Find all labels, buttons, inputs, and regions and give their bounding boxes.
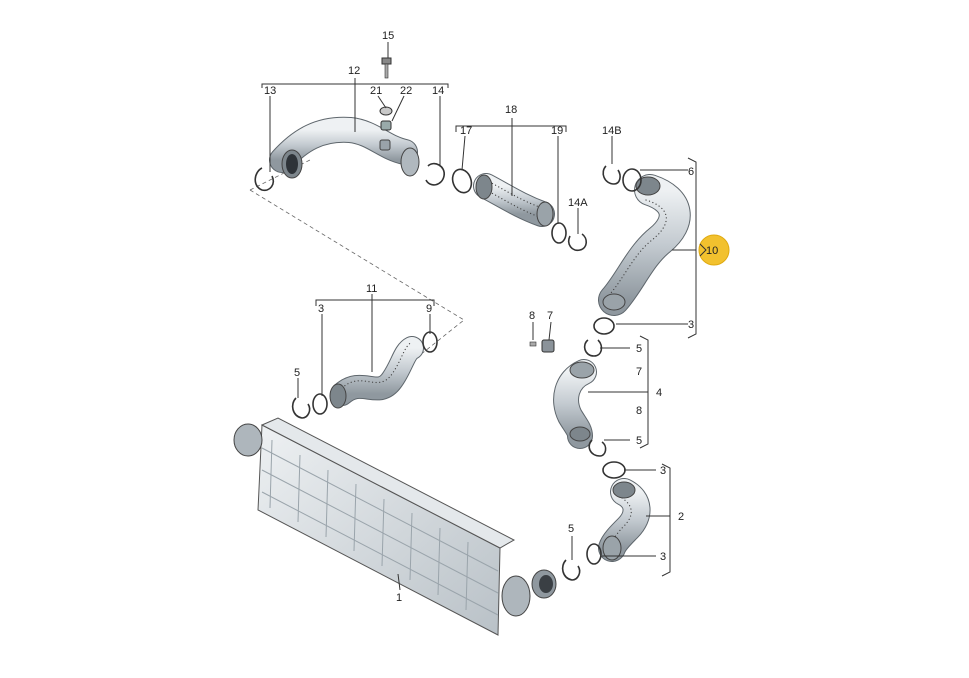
hose-2[interactable] [598, 478, 651, 562]
clamp-5-bottom[interactable] [561, 559, 581, 581]
callout-3-lower-a: 3 [660, 465, 666, 477]
cooler-fins [261, 439, 499, 616]
clamp-14[interactable] [425, 162, 445, 186]
callout-5-upper-right: 5 [636, 343, 642, 355]
callout-2: 2 [678, 511, 684, 523]
callout-14: 14 [432, 85, 444, 97]
callout-5-left: 5 [294, 367, 300, 379]
clamp-13[interactable] [254, 167, 275, 192]
callout-10: 10 [706, 245, 718, 257]
callout-10-arrow [699, 243, 707, 257]
callout-1: 1 [396, 592, 402, 604]
hose-10[interactable] [598, 174, 691, 316]
callout-3-upper: 3 [688, 319, 694, 331]
callout-8-right: 8 [636, 405, 642, 417]
callout-highlight [698, 234, 730, 266]
ring-17[interactable] [449, 167, 474, 196]
ring-19[interactable] [551, 222, 567, 244]
callout-7-right: 7 [636, 366, 642, 378]
callout-5-bottom: 5 [568, 523, 574, 535]
leader-lines [261, 42, 697, 591]
clamp-5-left[interactable] [291, 397, 311, 419]
clamp-14B[interactable] [602, 165, 621, 185]
callout-7: 7 [547, 310, 553, 322]
callout-18: 18 [505, 104, 517, 116]
callout-12: 12 [348, 65, 360, 77]
callout-15: 15 [382, 30, 394, 42]
elbow-4[interactable] [553, 359, 597, 449]
callout-19: 19 [551, 125, 563, 137]
hose-11[interactable] [329, 336, 424, 409]
sensor-7-8[interactable] [529, 339, 555, 353]
clamp-5-upper-right[interactable] [583, 339, 603, 357]
callout-22: 22 [400, 85, 412, 97]
assembly-guide-lines [249, 159, 465, 356]
callout-4: 4 [656, 387, 662, 399]
bolt-15[interactable] [381, 57, 392, 79]
nut-21-22[interactable] [379, 106, 393, 131]
callout-13: 13 [264, 85, 276, 97]
ring-3-mid-left[interactable] [312, 393, 328, 415]
hose-18[interactable] [473, 173, 555, 227]
callout-14B: 14B [602, 125, 622, 137]
charge-air-cooler-1[interactable] [233, 417, 557, 636]
ring-3-upper[interactable] [593, 317, 615, 335]
ring-3-lower-a[interactable] [602, 461, 626, 479]
ring-9[interactable] [422, 331, 438, 353]
callout-21: 21 [370, 85, 382, 97]
upper-pipe-12[interactable] [269, 116, 420, 179]
callout-14A: 14A [568, 197, 588, 209]
ring-3-lower-b[interactable] [586, 543, 602, 565]
callout-5-lower-right: 5 [636, 435, 642, 447]
callout-labels: 15 12 21 22 13 14 18 17 19 14B 14A 6 10 … [264, 30, 718, 604]
callout-8: 8 [529, 310, 535, 322]
ring-6[interactable] [622, 168, 642, 192]
clamp-14A[interactable] [567, 233, 588, 252]
callout-17: 17 [460, 125, 472, 137]
callout-3-mid-left: 3 [318, 303, 324, 315]
callout-9: 9 [426, 303, 432, 315]
callout-11: 11 [366, 283, 377, 295]
callout-3-lower-b: 3 [660, 551, 666, 563]
clamp-5-lower-right[interactable] [588, 439, 607, 457]
callout-6: 6 [688, 166, 694, 178]
